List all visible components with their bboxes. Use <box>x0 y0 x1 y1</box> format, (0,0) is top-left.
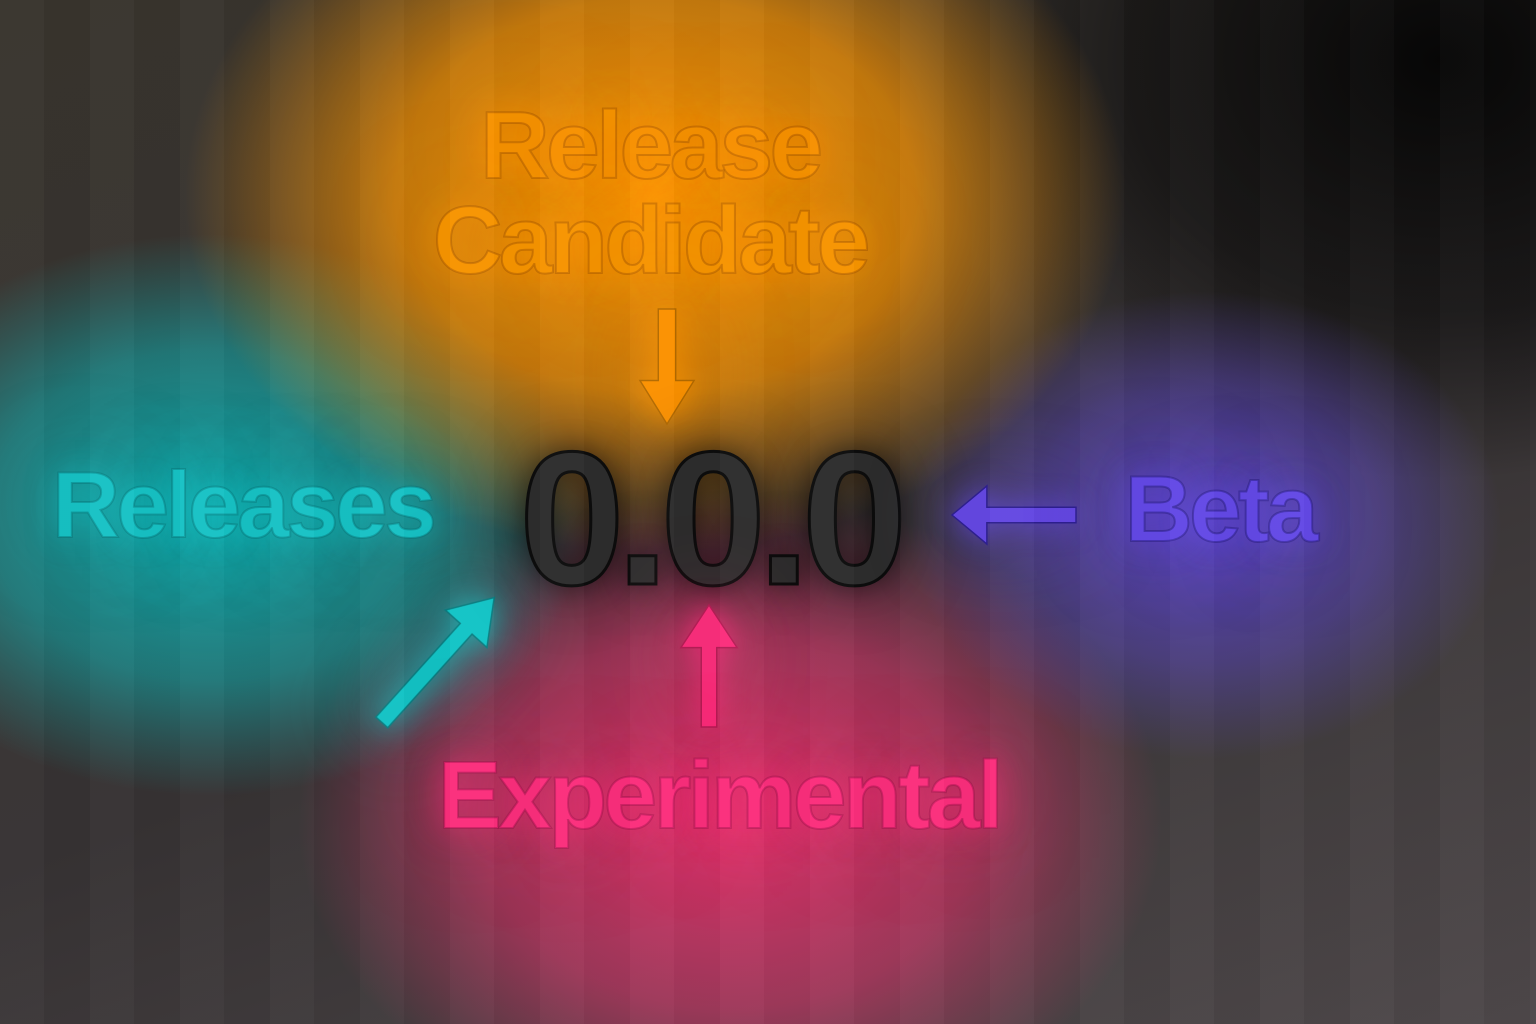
beta-left-arrow-icon <box>950 484 1077 546</box>
releases-label: Releases <box>51 452 438 557</box>
releases-up-right-arrow-icon <box>374 596 496 729</box>
version-number: 0.0.0 <box>518 413 909 625</box>
release-candidate-down-arrow-icon <box>638 308 696 426</box>
experimental-up-arrow-icon <box>679 603 739 728</box>
beta-label: Beta <box>1124 456 1320 561</box>
experimental-label: Experimental <box>437 742 1005 849</box>
release-candidate-label: Release Candidate <box>432 92 871 295</box>
